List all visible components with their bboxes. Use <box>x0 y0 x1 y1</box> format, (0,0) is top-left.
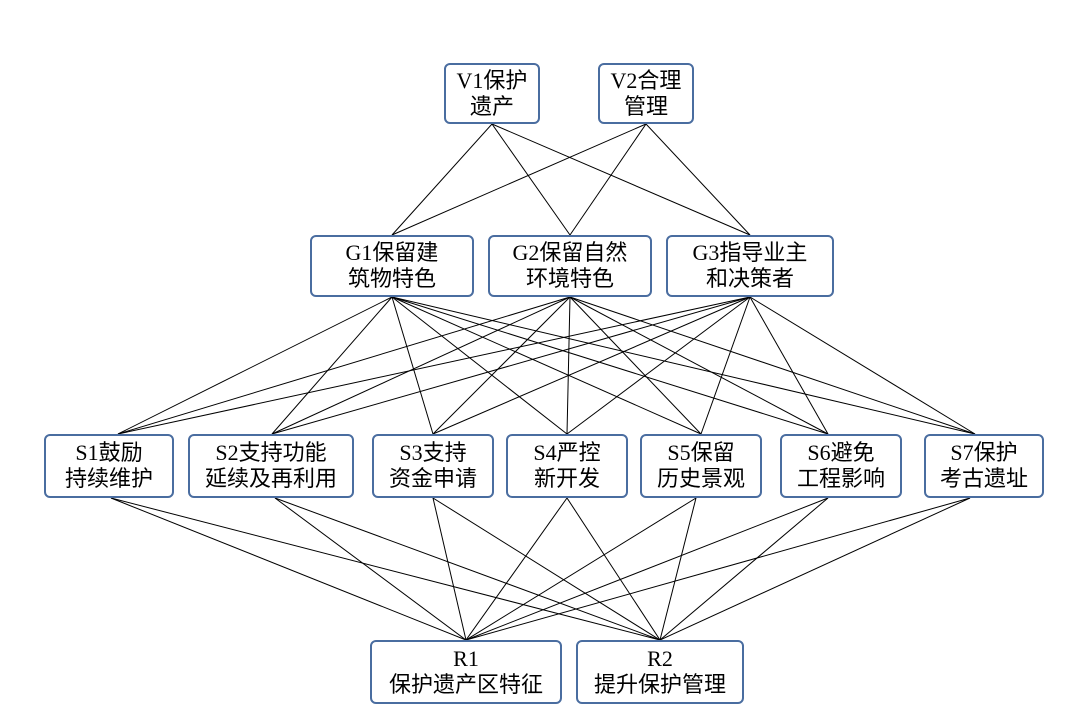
connector-g2-s4 <box>566 296 571 435</box>
connector-s2-r2 <box>274 497 661 641</box>
node-s5-line2: 历史景观 <box>656 466 745 491</box>
node-s7-line1: S7保护 <box>950 440 1018 465</box>
connector-g1-s5 <box>391 296 702 435</box>
connector-g3-s6 <box>749 296 829 435</box>
connector-s6-r2 <box>659 497 829 641</box>
connector-s2-r1 <box>274 497 467 641</box>
connector-s6-r1 <box>465 497 829 641</box>
connector-s1-r1 <box>110 497 467 641</box>
connector-s3-r2 <box>432 497 661 641</box>
node-s1: S1鼓励 持续维护 <box>44 434 174 498</box>
node-v2-line1: V2合理 <box>610 67 682 93</box>
connector-v1-g1 <box>391 123 493 236</box>
node-g3: G3指导业主 和决策者 <box>666 235 834 297</box>
connector-g3-s1 <box>117 296 751 435</box>
node-r2-line2: 提升保护管理 <box>593 672 726 697</box>
connector-g1-s1 <box>117 296 393 435</box>
connector-v1-g3 <box>491 123 751 236</box>
connector-s3-r1 <box>432 497 467 641</box>
node-s6: S6避免 工程影响 <box>780 434 902 498</box>
node-g2-line1: G2保留自然 <box>512 240 628 265</box>
node-g3-line2: 和决策者 <box>705 266 794 291</box>
node-v1-line2: 遗产 <box>469 93 514 119</box>
connector-s5-r1 <box>465 497 697 641</box>
connector-g2-s1 <box>117 296 571 435</box>
node-s6-line1: S6避免 <box>807 440 875 465</box>
connector-g3-s2 <box>271 296 751 435</box>
connector-v2-g3 <box>645 123 751 236</box>
connector-v2-g1 <box>391 123 647 236</box>
node-s7: S7保护 考古遗址 <box>924 434 1044 498</box>
node-s2-line2: 延续及再利用 <box>204 466 337 491</box>
node-g2-line2: 环境特色 <box>525 266 614 291</box>
connector-v2-g2 <box>569 123 647 236</box>
node-s3-line2: 资金申请 <box>388 466 477 491</box>
connector-s5-r2 <box>659 497 697 641</box>
node-s6-line2: 工程影响 <box>796 466 885 491</box>
node-s5-line1: S5保留 <box>667 440 735 465</box>
node-v2: V2合理 管理 <box>598 63 694 124</box>
node-s3: S3支持 资金申请 <box>372 434 494 498</box>
connector-g1-s2 <box>271 296 393 435</box>
connector-g1-s3 <box>391 296 434 435</box>
connector-s7-r2 <box>659 497 971 641</box>
connector-g2-s2 <box>271 296 571 435</box>
node-s4-line2: 新开发 <box>533 466 600 491</box>
node-s4-line1: S4严控 <box>533 440 601 465</box>
node-g2: G2保留自然 环境特色 <box>488 235 652 297</box>
node-g3-line1: G3指导业主 <box>692 240 808 265</box>
node-r2-line1: R2 <box>647 646 673 671</box>
connector-g2-s3 <box>432 296 571 435</box>
node-s3-line1: S3支持 <box>399 440 467 465</box>
connector-s7-r1 <box>465 497 971 641</box>
node-r1: R1 保护遗产区特征 <box>370 640 562 704</box>
node-g1: G1保留建 筑物特色 <box>310 235 474 297</box>
connector-g1-s7 <box>391 296 976 435</box>
connector-v1-g2 <box>491 123 571 236</box>
connector-s1-r2 <box>110 497 661 641</box>
connector-g3-s4 <box>566 296 751 435</box>
node-v1: V1保护 遗产 <box>444 63 540 124</box>
node-s1-line2: 持续维护 <box>64 466 153 491</box>
node-g1-line1: G1保留建 <box>345 240 439 265</box>
connector-g2-s6 <box>569 296 829 435</box>
connector-g1-s4 <box>391 296 568 435</box>
node-s2-line1: S2支持功能 <box>215 440 327 465</box>
node-s7-line2: 考古遗址 <box>939 466 1028 491</box>
node-r1-line2: 保护遗产区特征 <box>388 672 543 697</box>
connector-g3-s7 <box>749 296 976 435</box>
connector-g2-s5 <box>569 296 702 435</box>
connector-s4-r1 <box>465 497 568 641</box>
node-s1-line1: S1鼓励 <box>75 440 143 465</box>
node-r2: R2 提升保护管理 <box>576 640 744 704</box>
node-s5: S5保留 历史景观 <box>640 434 762 498</box>
connector-s4-r2 <box>566 497 661 641</box>
node-v2-line2: 管理 <box>623 93 668 119</box>
node-v1-line1: V1保护 <box>456 67 528 93</box>
node-r1-line1: R1 <box>453 646 479 671</box>
node-s4: S4严控 新开发 <box>506 434 628 498</box>
connector-g2-s7 <box>569 296 976 435</box>
connector-g3-s5 <box>700 296 751 435</box>
connector-g3-s3 <box>432 296 751 435</box>
node-s2: S2支持功能 延续及再利用 <box>188 434 354 498</box>
connector-g1-s6 <box>391 296 829 435</box>
node-g1-line2: 筑物特色 <box>347 266 436 291</box>
